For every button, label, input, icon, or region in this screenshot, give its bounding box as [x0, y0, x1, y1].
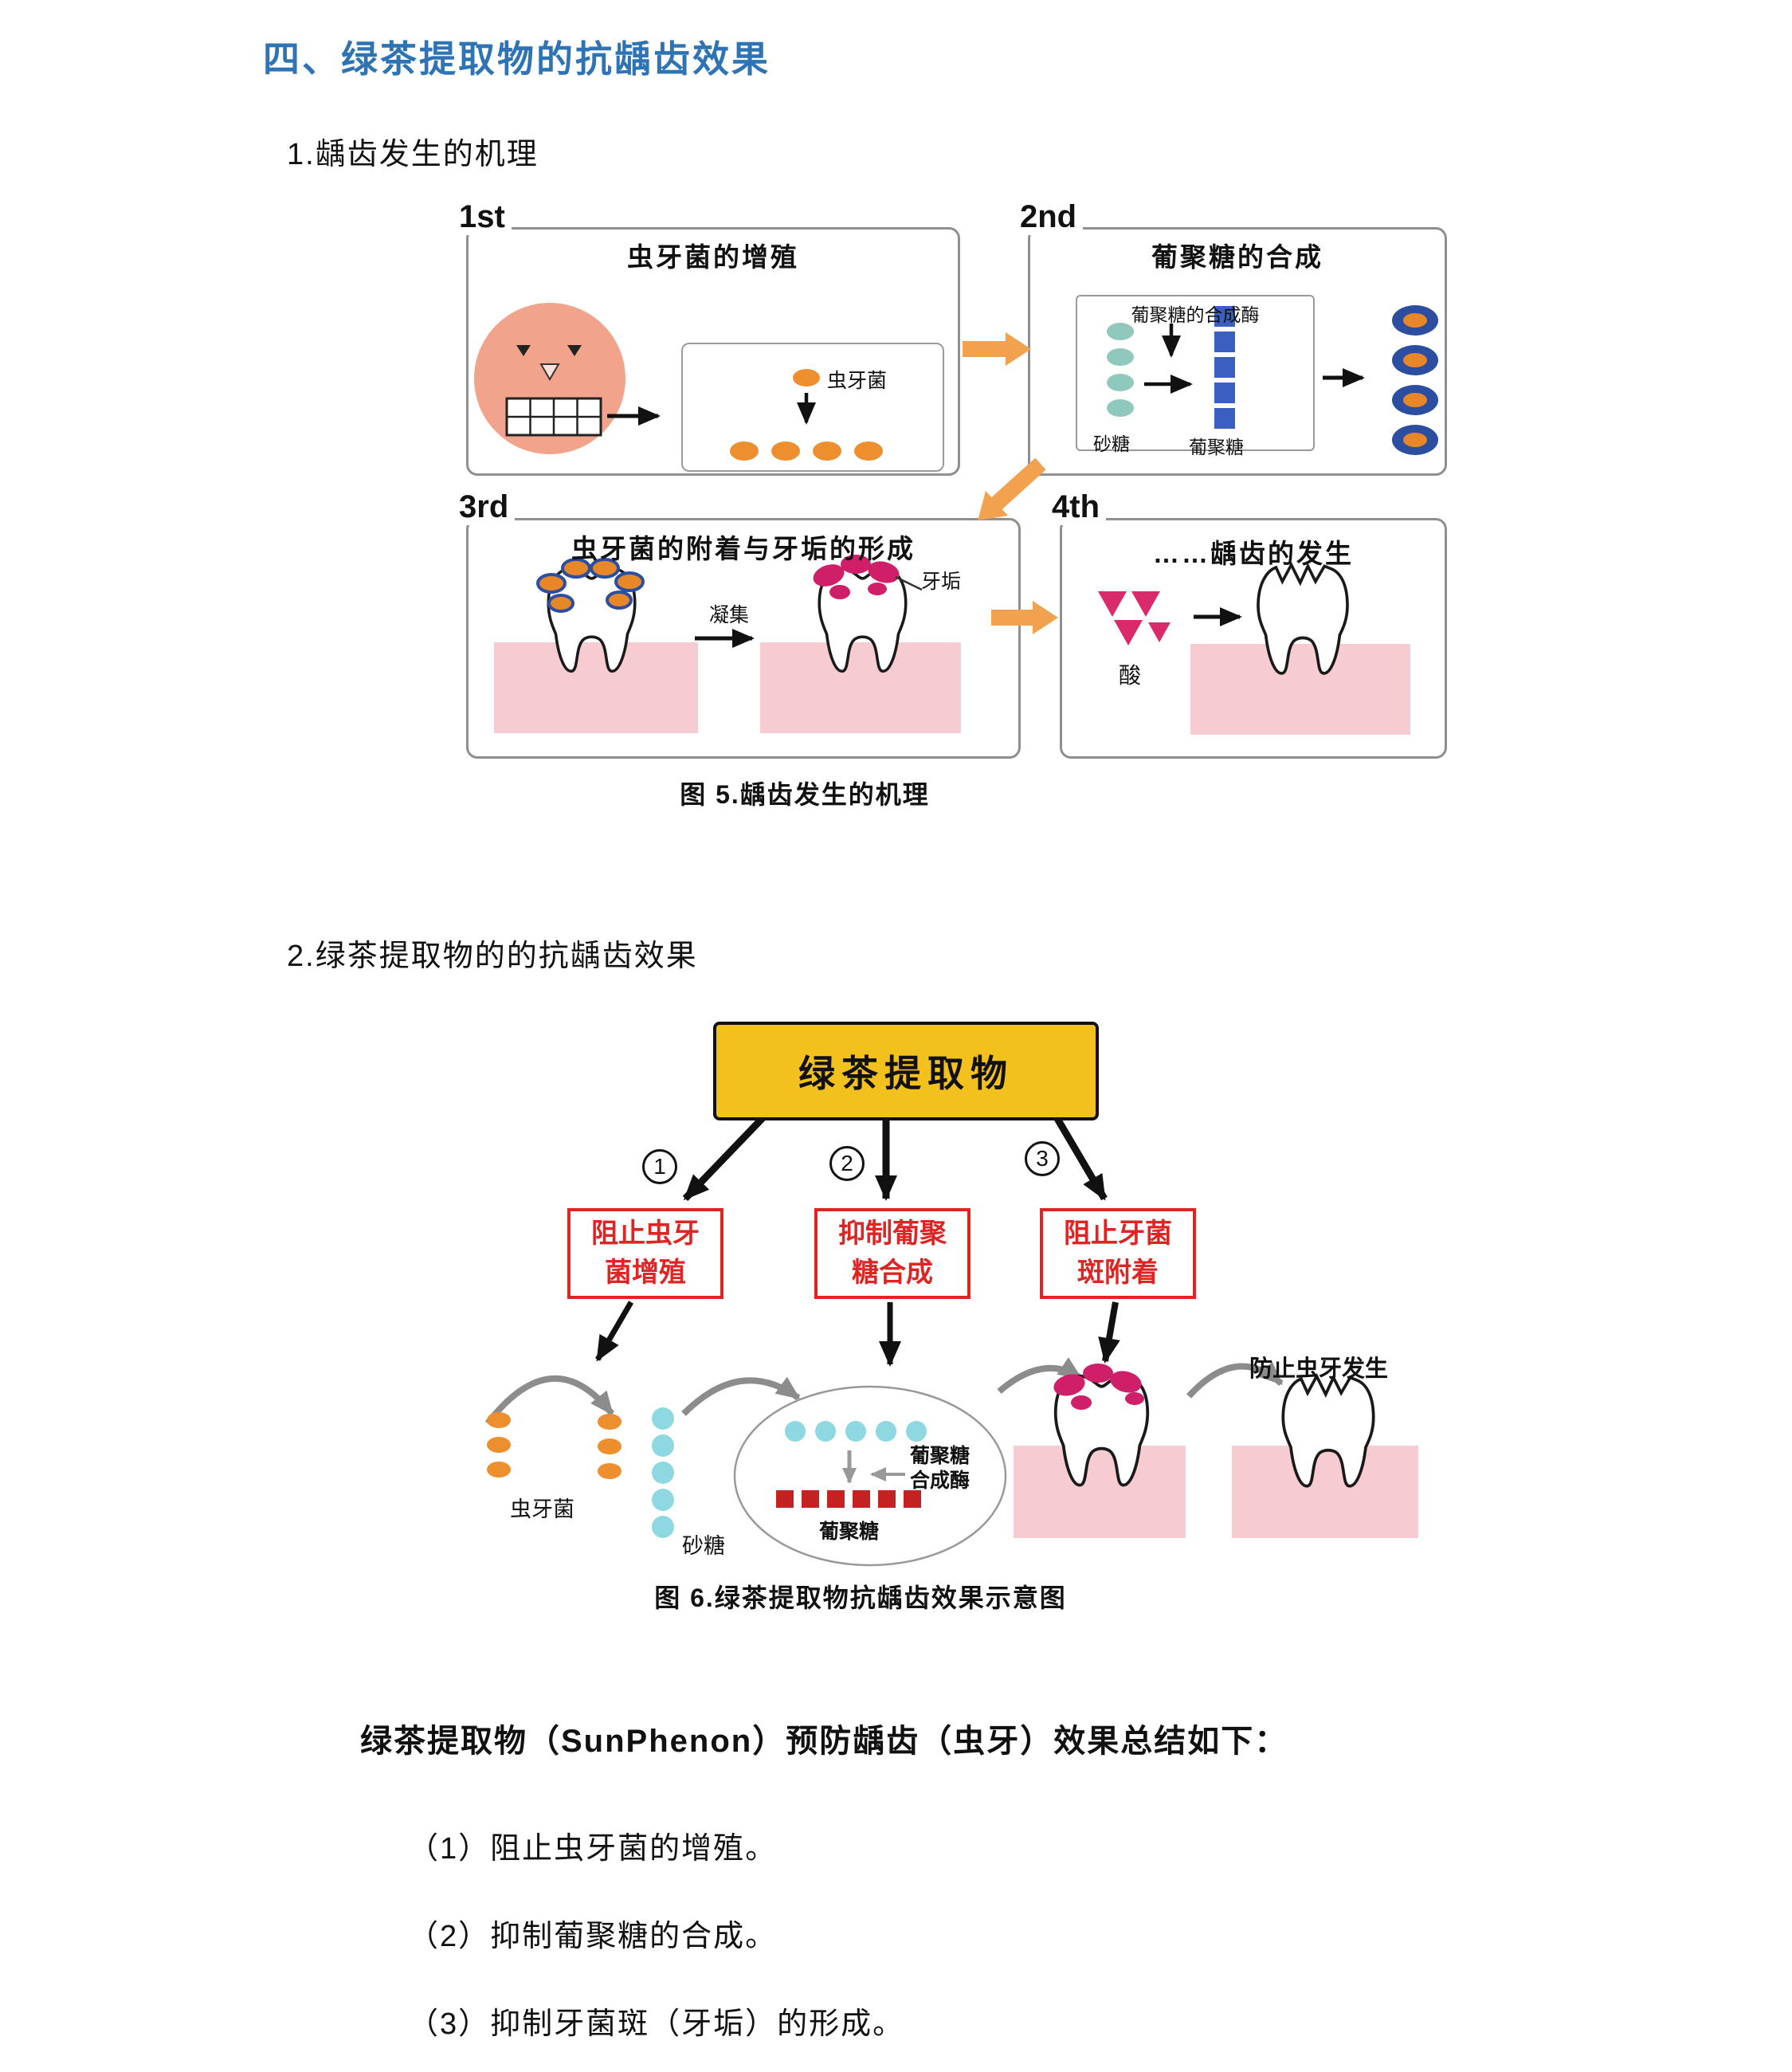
fig6-plaque-blobs	[1053, 1364, 1144, 1410]
fig6-bacteria-dots	[487, 1412, 622, 1479]
extract-arrow-3	[1053, 1115, 1108, 1201]
fig5-plaque-label: 牙垢	[921, 571, 962, 593]
plaque-pointer-line	[895, 575, 923, 591]
fig5-glucan-label: 葡聚糖	[1189, 437, 1244, 457]
fig5-caption: 图 5.龋齿发生的机理	[680, 780, 930, 809]
fig5-bacteria-label: 虫牙菌	[827, 370, 888, 392]
acid-triangles	[1098, 591, 1170, 646]
fig5-sugar-label: 砂糖	[1093, 434, 1130, 454]
effect-box-2-label: 抑制葡聚糖合成	[838, 1218, 947, 1288]
process-arc-4	[1186, 1361, 1284, 1399]
fig6-caption: 图 6.绿茶提取物抗龋齿效果示意图	[654, 1583, 1067, 1612]
effect-box-3: 阻止牙菌斑附着	[1040, 1208, 1196, 1299]
fig6-bacteria-label: 虫牙菌	[510, 1497, 574, 1521]
sugar-dots	[1107, 323, 1134, 417]
section1-title: 1.龋齿发生的机理	[287, 138, 539, 171]
fig5-shapes	[474, 303, 1438, 735]
bacteria-colonies	[1392, 305, 1438, 455]
fig6-shapes	[484, 1114, 1418, 1567]
summary-intro: 绿茶提取物（SunPhenon）预防龋齿（虫牙）效果总结如下：	[360, 1724, 1288, 1759]
step-label-1st: 1st	[453, 199, 512, 235]
summary-item-3: （3）抑制牙菌斑（牙垢）的形成。	[408, 2007, 905, 2041]
green-tea-extract-box: 绿茶提取物	[713, 1022, 1099, 1120]
glucan-squares	[1214, 306, 1235, 429]
arrow-2nd-to-3rd	[978, 457, 1046, 520]
fig6-enzyme-label-line1: 葡聚糖	[910, 1445, 971, 1467]
plaque-blobs	[813, 555, 900, 599]
step-circle-3: 3	[1025, 1141, 1060, 1176]
gum-right	[760, 642, 961, 733]
attached-bacteria-dots	[536, 558, 645, 613]
effect-box-2: 抑制葡聚糖合成	[814, 1208, 971, 1299]
page-title: 四、绿茶提取物的抗龋齿效果	[263, 38, 771, 80]
step-circle-1: 1	[642, 1149, 677, 1184]
figure6-anticavity-diagram: 绿茶提取物 1 2 3 阻止虫牙菌增殖 抑制葡聚糖合成 阻止牙菌斑附着 虫牙菌 …	[446, 1010, 1474, 1578]
arrow-1st-to-2nd	[963, 332, 1031, 366]
fig5-panel2-title: 葡聚糖的合成	[1151, 242, 1323, 272]
effect-box-1-label: 阻止虫牙菌增殖	[591, 1218, 700, 1288]
step-label-4th: 4th	[1045, 489, 1106, 525]
fig6-gum-decayfree	[1232, 1446, 1418, 1538]
fig5-panel4-title: ……龋齿的发生	[1153, 539, 1354, 568]
fig6-sugar-dots	[652, 1407, 674, 1538]
extract-arrow-1	[682, 1114, 767, 1202]
gum-decayed	[1190, 644, 1410, 735]
gum-left	[494, 642, 698, 733]
fig5-acid-label: 酸	[1119, 663, 1142, 688]
fig6-sugar-label: 砂糖	[682, 1534, 725, 1558]
fig5-aggregation-label: 凝集	[709, 604, 750, 626]
fig5-enzyme-label: 葡聚糖的合成酶	[1131, 304, 1260, 325]
effect1-arrow	[594, 1301, 634, 1362]
summary-item-2: （2）抑制葡聚糖的合成。	[408, 1920, 778, 1953]
process-arc-1	[484, 1375, 615, 1426]
effect-box-1: 阻止虫牙菌增殖	[567, 1208, 723, 1299]
step-label-3rd: 3rd	[453, 489, 516, 525]
step-circle-2: 2	[829, 1146, 865, 1181]
summary-item-1: （1）阻止虫牙菌的增殖。	[408, 1832, 778, 1866]
fig5-synthesis-box	[1076, 295, 1315, 451]
fig6-glucan-squares	[776, 1490, 921, 1508]
figure5-cavity-mechanism: 1st 虫牙菌的增殖 虫牙菌 2nd 葡聚糖的合成 葡聚糖的合成酶 砂糖 葡聚糖…	[446, 199, 1474, 769]
arrow-3rd-to-4th	[991, 601, 1058, 634]
effect-box-3-label: 阻止牙菌斑附着	[1064, 1218, 1172, 1288]
fig5-panel1-title: 虫牙菌的增殖	[627, 242, 799, 272]
process-arc-2	[681, 1376, 801, 1416]
fig6-glucan-label: 葡聚糖	[819, 1521, 880, 1543]
fig5-panel3-title: 虫牙菌的附着与牙垢的形成	[571, 534, 916, 563]
fig6-gum-plaque	[1014, 1446, 1186, 1538]
fig6-enzyme-label-line2: 合成酶	[910, 1470, 971, 1493]
ellipse-sugar-row	[785, 1421, 927, 1442]
step-label-2nd: 2nd	[1014, 199, 1084, 235]
process-arc-3	[997, 1357, 1083, 1395]
fig6-enzyme-label: 葡聚糖 合成酶	[910, 1444, 970, 1494]
fig6-result-label: 防止虫牙发生	[1249, 1356, 1389, 1382]
face-illustration	[474, 303, 625, 454]
bacteria-multiplication-dots	[730, 369, 883, 461]
effect3-arrow	[1098, 1301, 1120, 1364]
section2-title: 2.绿茶提取物的的抗龋齿效果	[287, 940, 698, 973]
